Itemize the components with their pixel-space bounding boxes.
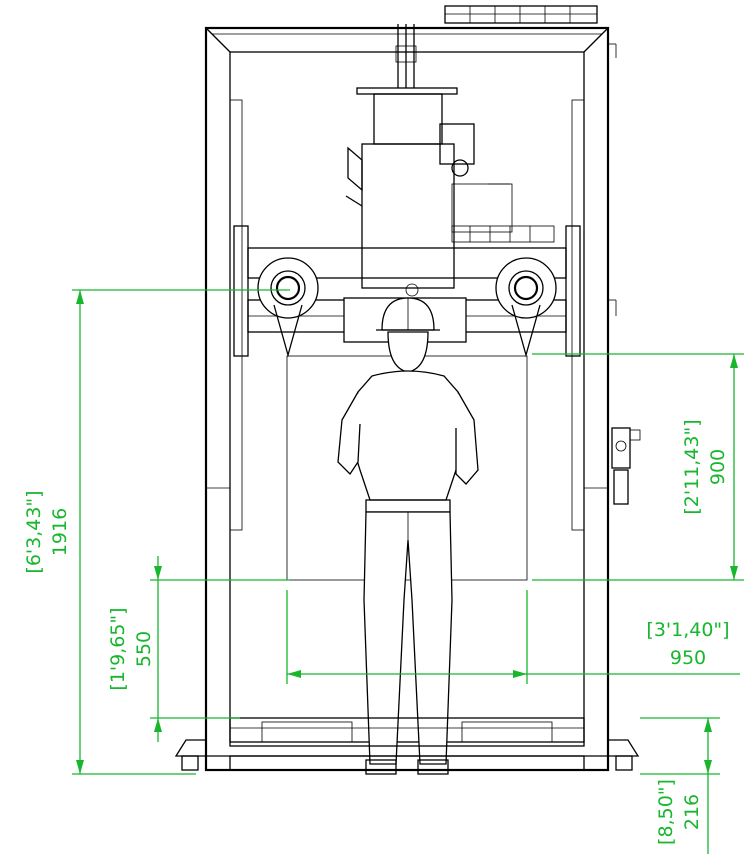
dimension-base-height: [8,50"] 216 bbox=[640, 717, 720, 854]
dimension-base-height-imperial: [8,50"] bbox=[655, 779, 677, 845]
dimension-platform-height-imperial: [1'9,65"] bbox=[107, 607, 129, 690]
machine-base bbox=[174, 717, 640, 771]
dimension-platform-height: [1'9,65"] 550 bbox=[107, 556, 290, 742]
dimension-bag-height: [2'11,43"] 900 bbox=[532, 353, 744, 581]
hard-hat-icon bbox=[376, 297, 440, 331]
dimension-bag-height-metric: 900 bbox=[707, 449, 729, 485]
pressure-regulator-icon bbox=[611, 427, 641, 505]
dimension-bag-width-imperial: [3'1,40"] bbox=[646, 619, 729, 641]
dimension-total-height: [6'3,43"] 1916 bbox=[23, 289, 290, 775]
dimension-bag-width: [3'1,40"] 950 bbox=[286, 590, 740, 684]
dimension-total-height-metric: 1916 bbox=[49, 508, 71, 556]
filling-hopper bbox=[345, 24, 555, 289]
dimension-total-height-imperial: [6'3,43"] bbox=[23, 490, 45, 573]
top-vent-grille bbox=[444, 5, 598, 24]
dimension-base-height-metric: 216 bbox=[681, 794, 703, 830]
operator-figure bbox=[337, 297, 479, 775]
dimension-bag-width-metric: 950 bbox=[670, 647, 706, 669]
dimension-bag-height-imperial: [2'11,43"] bbox=[681, 419, 703, 514]
dimension-platform-height-metric: 550 bbox=[133, 631, 155, 667]
